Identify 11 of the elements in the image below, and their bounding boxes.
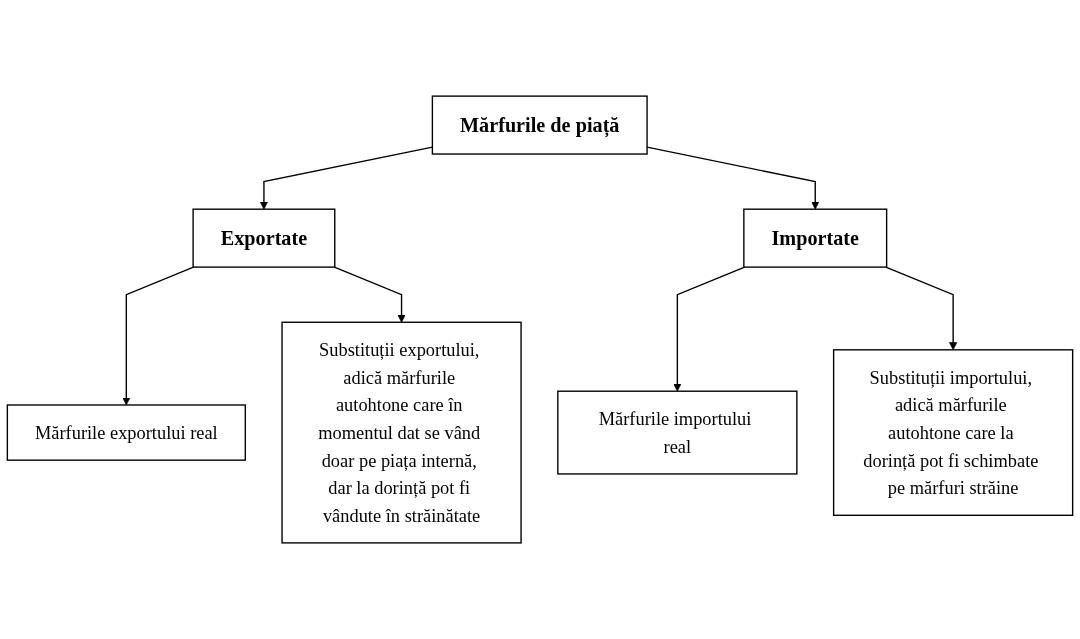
arrow bbox=[333, 266, 406, 323]
node-box: Mărfurile importului real bbox=[557, 390, 798, 475]
node-box: Importate bbox=[743, 208, 888, 268]
node-box: Substituții importului, adică mărfurile autohtone care la dorință pot fi schimbate pe mărfuri străine bbox=[832, 349, 1074, 516]
arrow bbox=[885, 266, 958, 351]
node-box: Substituții exportului, adică mărfurile autohtone care în momentul dat se vând doar pe piața internă, dar la dorință pot fi vândute în străinătate bbox=[281, 321, 522, 544]
node-box: Exportate bbox=[192, 208, 336, 268]
node-box: Mărfurile exportului real bbox=[6, 404, 246, 461]
arrow bbox=[122, 266, 195, 406]
node-box: Mărfurile de piață bbox=[431, 95, 648, 155]
arrow bbox=[673, 266, 746, 392]
